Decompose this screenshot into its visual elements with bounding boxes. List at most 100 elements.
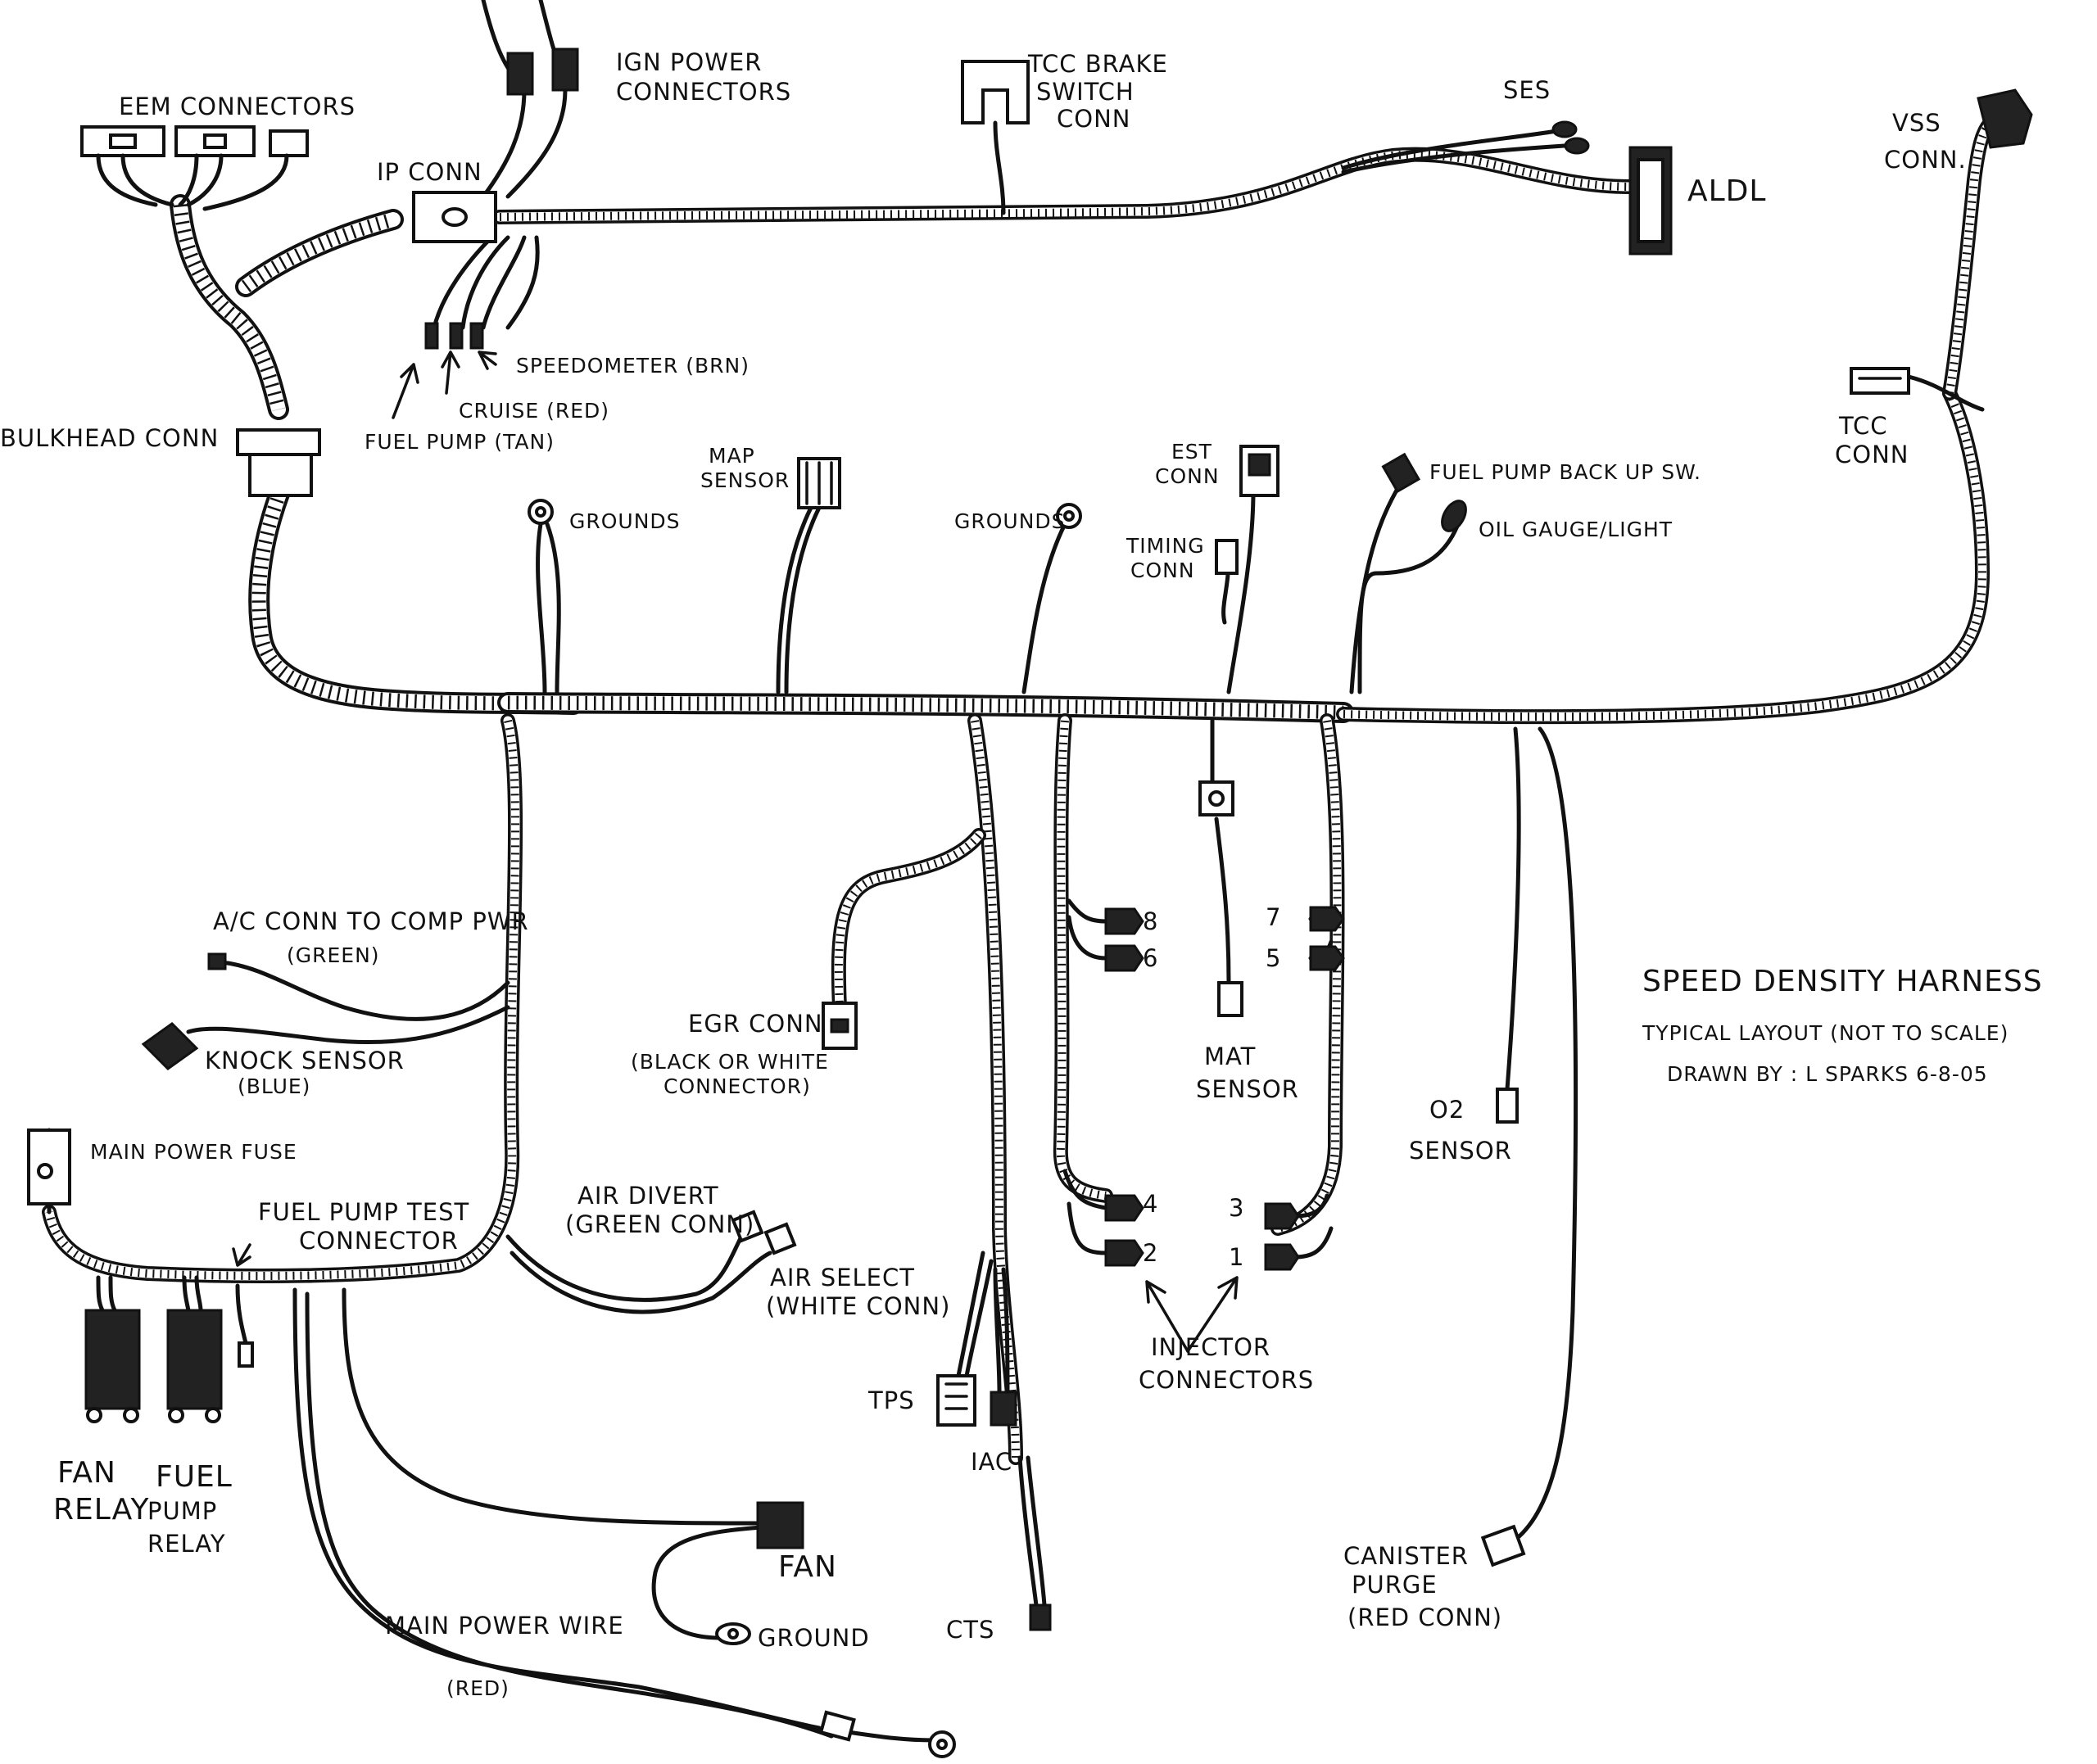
o2-sensor <box>1496 1088 1519 1124</box>
injector-connector-2 <box>1104 1239 1144 1267</box>
label-aldl: ALDL <box>1687 174 1766 208</box>
label-egr-3: CONNECTOR) <box>664 1074 811 1098</box>
injector-connector-1 <box>1264 1243 1300 1271</box>
injector-connector-3 <box>1264 1202 1300 1230</box>
label-mat-2: SENSOR <box>1196 1075 1299 1103</box>
label-tps: TPS <box>867 1386 915 1414</box>
vss-connector <box>1977 88 2033 149</box>
label-canister-3: (RED CONN) <box>1347 1603 1502 1631</box>
label-inj-3: 3 <box>1229 1194 1244 1222</box>
diagram-title: SPEED DENSITY HARNESS <box>1642 965 2043 998</box>
arrows <box>232 351 1239 1353</box>
fan-connector <box>756 1501 804 1549</box>
label-main-power-fuse: MAIN POWER FUSE <box>90 1140 297 1164</box>
bulkhead-connector <box>236 428 321 456</box>
label-bulkhead-conn: BULKHEAD CONN <box>0 424 219 452</box>
air-select-connector <box>763 1222 797 1255</box>
label-red: (RED) <box>446 1676 510 1700</box>
label-knock: KNOCK SENSOR <box>205 1047 405 1074</box>
injector-connector-6 <box>1104 944 1144 972</box>
label-cruise: CRUISE (RED) <box>459 399 609 423</box>
main-trunk <box>42 115 1998 1465</box>
connectors <box>27 47 2033 1758</box>
label-ip-conn: IP CONN <box>377 158 482 186</box>
label-tcc-conn: TCC <box>1838 412 1888 440</box>
label-air-select: AIR SELECT <box>770 1264 915 1291</box>
label-injector: INJECTOR <box>1151 1333 1270 1361</box>
label-fp-test-2: CONNECTOR <box>299 1227 459 1255</box>
label-est-2: CONN <box>1155 464 1220 488</box>
label-inj-1: 1 <box>1229 1243 1244 1271</box>
label-eem-connectors: EEM CONNECTORS <box>119 93 356 120</box>
label-fan-relay-2: RELAY <box>53 1493 149 1527</box>
mat-connector <box>1198 780 1234 816</box>
label-grounds-1: GROUNDS <box>569 509 681 533</box>
label-tcc-brake: TCC BRAKE <box>1027 50 1168 78</box>
label-egr: EGR CONN <box>688 1010 823 1038</box>
label-fp-relay: FUEL <box>156 1460 233 1494</box>
label-fan: FAN <box>778 1550 837 1584</box>
label-grounds-2: GROUNDS <box>954 509 1066 533</box>
label-timing-2: CONN <box>1130 559 1195 582</box>
ign-power-connector-2 <box>551 47 579 92</box>
injector-connector-4 <box>1104 1194 1144 1222</box>
label-vss-2: CONN. <box>1884 146 1967 174</box>
label-air-divert: AIR DIVERT <box>577 1182 719 1210</box>
label-knock-2: (BLUE) <box>238 1074 310 1098</box>
label-est: EST <box>1171 440 1212 464</box>
label-fuel-pump-tan: FUEL PUMP (TAN) <box>365 430 555 454</box>
label-oil-gauge: OIL GAUGE/LIGHT <box>1479 518 1673 541</box>
label-speedometer: SPEEDOMETER (BRN) <box>516 354 750 378</box>
label-tcc-conn-2: CONN <box>1835 441 1909 468</box>
iac-connector <box>990 1391 1017 1427</box>
label-egr-2: (BLACK OR WHITE <box>631 1050 829 1074</box>
label-fp-test: FUEL PUMP TEST <box>258 1198 469 1226</box>
label-ses: SES <box>1503 76 1551 104</box>
labels: EEM CONNECTORS IGN POWER CONNECTORS TCC … <box>0 48 1967 1700</box>
label-vss: VSS <box>1892 109 1941 137</box>
label-map: MAP <box>709 444 755 468</box>
fuel-pump-backup-switch <box>1381 452 1421 494</box>
label-air-divert-2: (GREEN CONN) <box>565 1210 754 1238</box>
diagram-credit: DRAWN BY : L SPARKS 6-8-05 <box>1667 1062 1988 1086</box>
label-timing: TIMING <box>1125 534 1205 558</box>
mat-sensor <box>1217 981 1243 1017</box>
tcc-connector <box>1850 367 1910 395</box>
thin-wires <box>45 0 1985 1743</box>
label-injector-2: CONNECTORS <box>1139 1366 1314 1394</box>
label-o2-2: SENSOR <box>1409 1137 1512 1165</box>
oil-gauge-connector <box>1441 500 1467 532</box>
label-canister-2: PURGE <box>1352 1571 1438 1599</box>
label-inj-2: 2 <box>1143 1239 1158 1267</box>
label-o2: O2 <box>1429 1096 1465 1124</box>
label-fp-relay-3: RELAY <box>147 1530 226 1558</box>
label-inj-7: 7 <box>1266 903 1281 931</box>
knock-sensor <box>141 1022 199 1070</box>
label-ground: GROUND <box>758 1624 870 1652</box>
main-power-fuse-link <box>818 1710 856 1742</box>
timing-connector <box>1215 539 1239 575</box>
label-fan-relay: FAN <box>57 1456 116 1490</box>
injector-connector-7 <box>1309 906 1345 932</box>
label-mat: MAT <box>1204 1043 1256 1070</box>
label-inj-6: 6 <box>1143 944 1158 972</box>
label-fp-relay-2: PUMP <box>147 1497 217 1525</box>
injector-connector-5 <box>1309 945 1345 971</box>
label-inj-5: 5 <box>1266 944 1281 972</box>
label-map-2: SENSOR <box>700 468 790 492</box>
ign-power-connector-1 <box>506 52 534 96</box>
fuel-pump-test-connector <box>238 1341 254 1368</box>
label-iac: IAC <box>971 1448 1012 1476</box>
label-inj-8: 8 <box>1143 907 1158 935</box>
air-divert-connector <box>731 1210 764 1243</box>
label-inj-4: 4 <box>1143 1190 1158 1218</box>
title-block: SPEED DENSITY HARNESS TYPICAL LAYOUT (NO… <box>1642 965 2043 1086</box>
label-ac-conn: A/C CONN TO COMP PWR <box>213 907 529 935</box>
label-tcc-brake-3: CONN <box>1057 105 1130 133</box>
label-cts: CTS <box>946 1616 994 1644</box>
ac-connector <box>207 952 227 970</box>
injector-connector-8 <box>1104 907 1144 935</box>
label-canister: CANISTER <box>1343 1542 1469 1570</box>
label-fuel-pump-backup: FUEL PUMP BACK UP SW. <box>1429 460 1701 484</box>
